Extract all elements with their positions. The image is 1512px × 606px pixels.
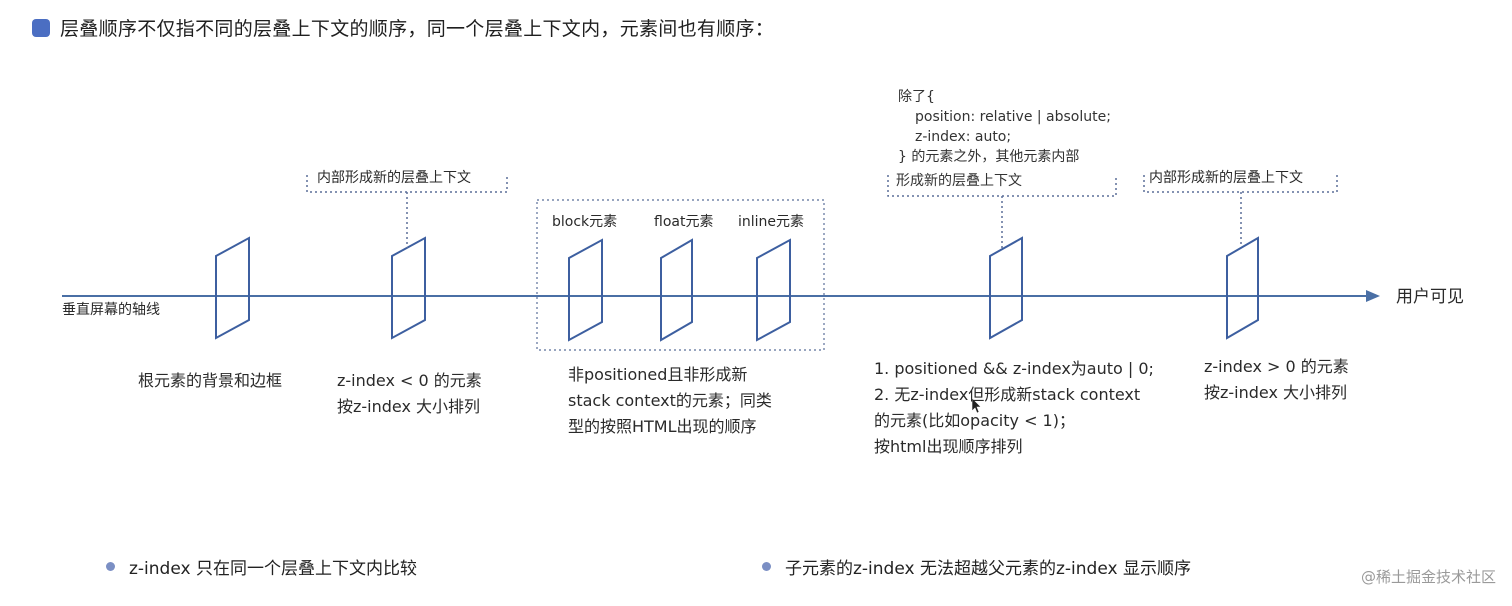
bottom-note-right: 子元素的z-index 无法超越父元素的z-index 显示顺序 [762, 554, 1191, 579]
axis-arrowhead [1366, 290, 1380, 302]
page-title: 层叠顺序不仅指不同的层叠上下文的顺序，同一个层叠上下文内，元素间也有顺序： [60, 18, 775, 40]
stage-non-positioned-line1: 非positioned且非形成新 [568, 365, 748, 384]
stage-auto-zero-line2: 2. 无z-index但形成新stack context [874, 385, 1141, 404]
axis-left-label: 垂直屏幕的轴线 [62, 302, 160, 318]
plane-float [660, 238, 693, 342]
bullet-dot-icon [762, 562, 771, 571]
callout-label-negative: 内部形成新的层叠上下文 [317, 170, 471, 186]
axis-right-label: 用户可见 [1396, 287, 1464, 307]
header: 层叠顺序不仅指不同的层叠上下文的顺序，同一个层叠上下文内，元素间也有顺序： [32, 14, 774, 41]
except-note-line3: z-index: auto; [915, 129, 1012, 145]
plane-root [215, 236, 250, 340]
plane-negative [391, 236, 426, 340]
stage-root-text: 根元素的背景和边框 [138, 371, 283, 390]
stage-non-positioned-line2: stack context的元素；同类 [568, 391, 772, 410]
stage-auto-zero-line1: 1. positioned && z-index为auto | 0; [874, 359, 1154, 378]
except-note-line2: position: relative | absolute; [915, 109, 1111, 125]
plane-positive [1226, 236, 1259, 340]
except-note-line5: 形成新的层叠上下文 [896, 173, 1022, 189]
float-element-label: float元素 [654, 214, 714, 230]
watermark: @稀土掘金技术社区 [1360, 568, 1496, 586]
bottom-note-right-text: 子元素的z-index 无法超越父元素的z-index 显示顺序 [785, 559, 1191, 579]
mouse-cursor-icon [971, 397, 982, 414]
except-note-line1: 除了{ [898, 89, 935, 105]
except-note-line4: } 的元素之外，其他元素内部 [898, 149, 1080, 165]
header-bullet-icon [32, 18, 50, 37]
inline-element-label: inline元素 [738, 214, 805, 230]
stage-positive-line1: z-index > 0 的元素 [1204, 357, 1349, 376]
plane-auto-zero [989, 236, 1023, 340]
non-positioned-group-box [536, 199, 825, 351]
bottom-note-left: z-index 只在同一个层叠上下文内比较 [106, 554, 417, 579]
plane-block [568, 238, 603, 342]
callout-label-positive: 内部形成新的层叠上下文 [1149, 170, 1303, 186]
stage-positive-line2: 按z-index 大小排列 [1204, 383, 1348, 402]
stage-non-positioned-line3: 型的按照HTML出现的顺序 [568, 417, 757, 436]
bottom-note-left-text: z-index 只在同一个层叠上下文内比较 [129, 559, 417, 579]
block-element-label: block元素 [552, 214, 618, 230]
stage-negative-line1: z-index < 0 的元素 [337, 371, 482, 390]
stage-negative-line2: 按z-index 大小排列 [337, 397, 481, 416]
stage-auto-zero-line4: 按html出现顺序排列 [874, 437, 1023, 456]
stage-auto-zero-line3: 的元素(比如opacity < 1)； [874, 411, 1075, 430]
bullet-dot-icon [106, 562, 115, 571]
plane-inline [756, 238, 791, 342]
